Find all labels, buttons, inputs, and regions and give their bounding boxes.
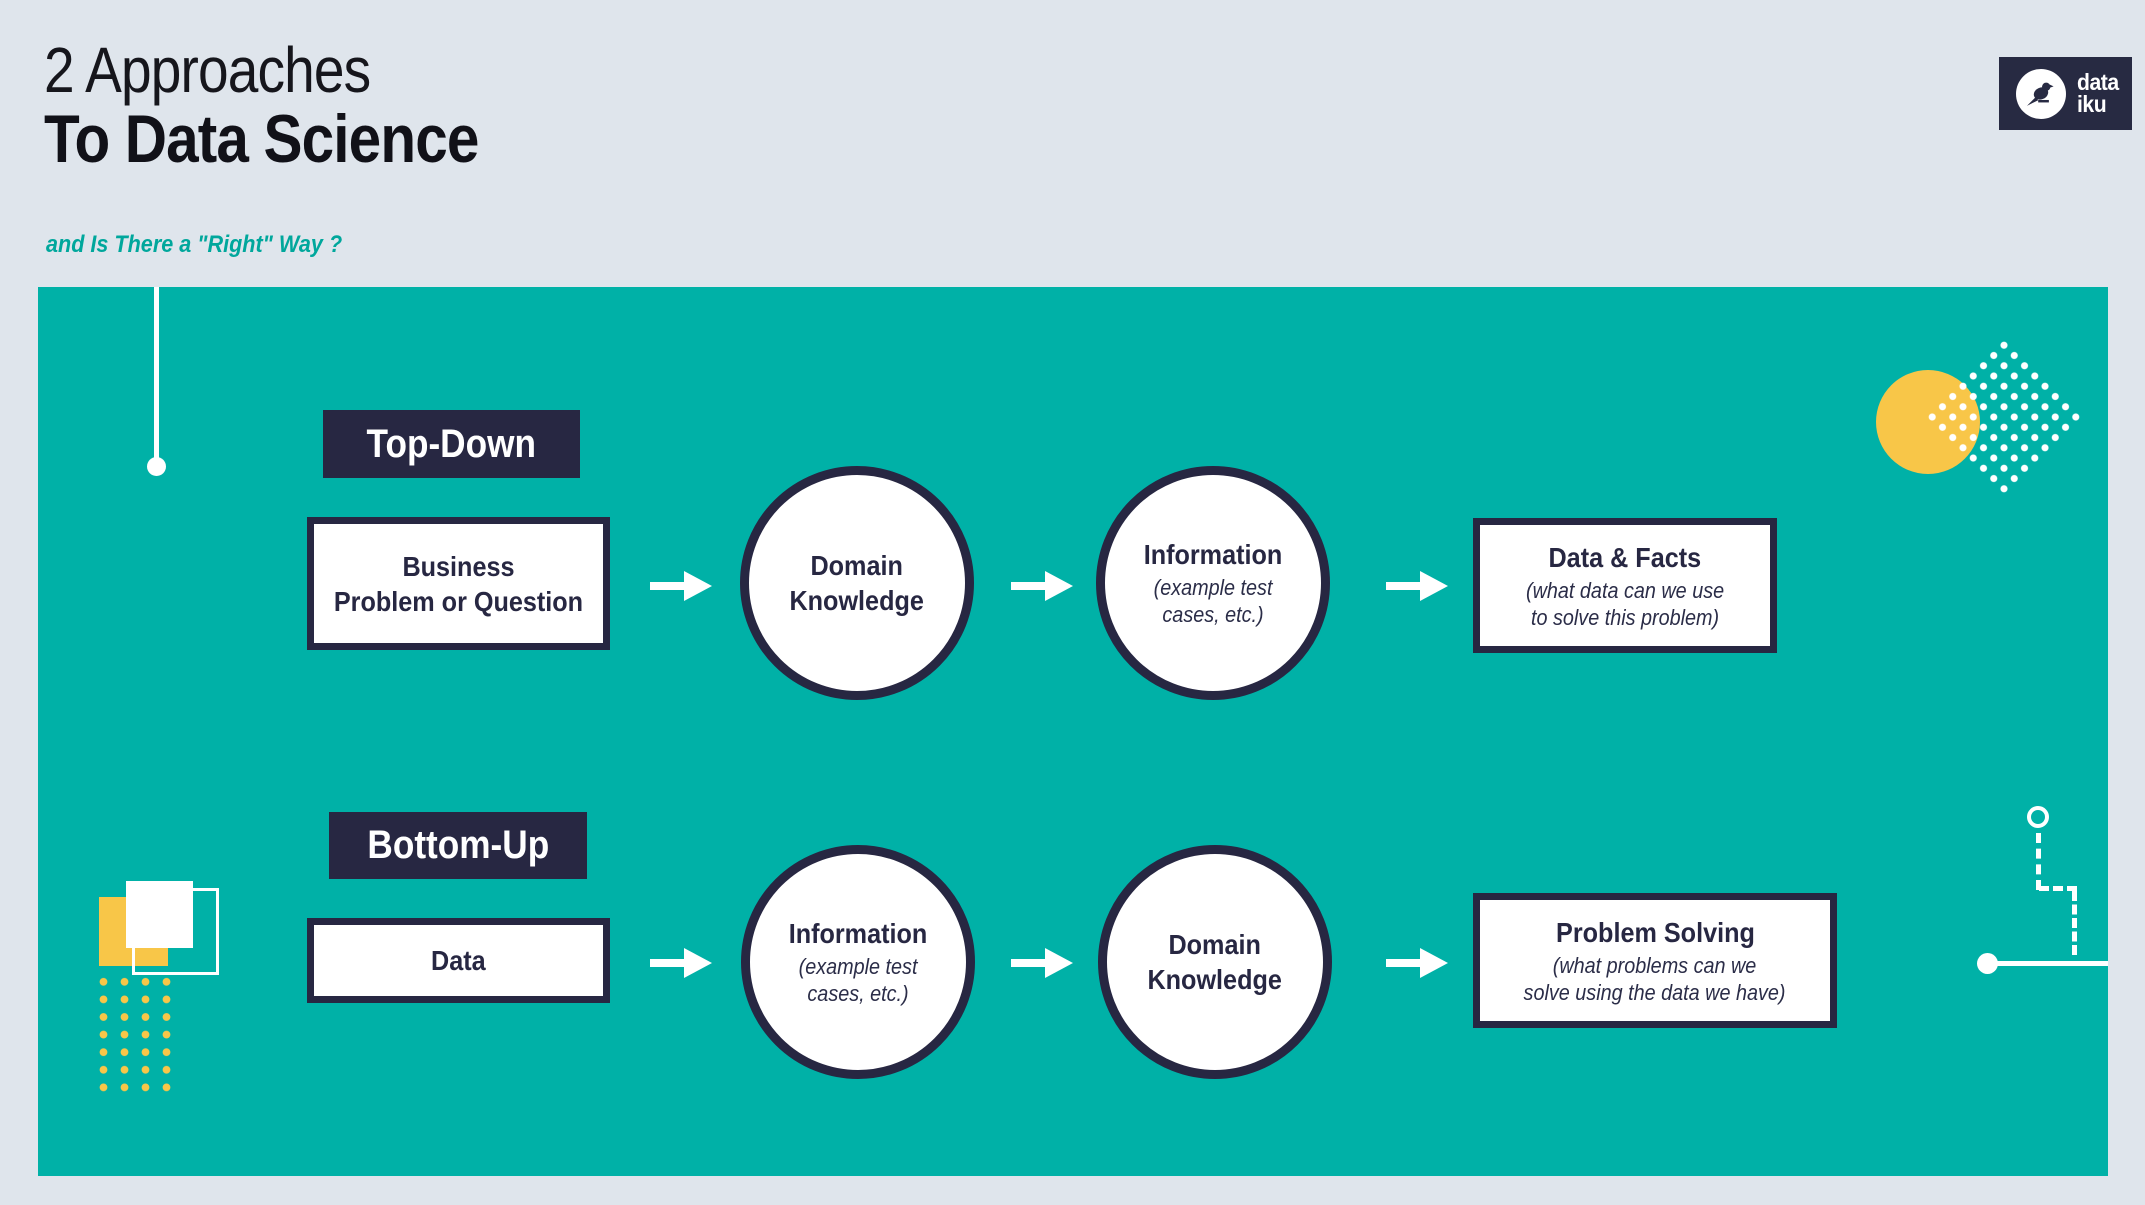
node-information-bottom: Information (example test cases, etc.) (741, 845, 975, 1079)
node-title: Information (788, 918, 928, 950)
node-subtitle: (example test cases, etc.) (798, 954, 918, 1006)
logo-circle (2016, 68, 2066, 119)
logo-text: data iku (2077, 68, 2119, 117)
node-title: Business Problem or Question (333, 550, 584, 617)
dashed-line-horizontal (2039, 886, 2077, 891)
logo-text-line1: data (2077, 68, 2119, 95)
arrow-right-icon (1011, 571, 1073, 601)
arrow-right-icon (650, 948, 712, 978)
node-title: Domain Knowledge (1147, 929, 1283, 995)
arrow-right-icon (650, 571, 712, 601)
node-business-problem: Business Problem or Question (307, 517, 610, 650)
page-title-line1: 2 Approaches (44, 34, 371, 106)
flow-label-text: Top-Down (366, 421, 537, 466)
flow-label-bottom-up: Bottom-Up (329, 812, 587, 879)
node-information-top: Information (example test cases, etc.) (1096, 466, 1330, 700)
node-subtitle: (example test cases, etc.) (1153, 575, 1273, 627)
node-data-and-facts: Data & Facts (what data can we use to so… (1473, 518, 1777, 653)
arrow-right-icon (1386, 571, 1448, 601)
node-problem-solving: Problem Solving (what problems can we so… (1473, 893, 1837, 1028)
white-square-decoration (126, 881, 193, 948)
node-title: Data (431, 945, 486, 976)
solid-line-dot (1977, 953, 1998, 974)
circle-outline-decoration (2027, 806, 2049, 828)
dashed-line-vertical-2 (2072, 891, 2077, 955)
node-subtitle: (what data can we use to solve this prob… (1525, 577, 1725, 630)
node-data: Data (307, 918, 610, 1003)
page-title-line2: To Data Science (44, 101, 479, 178)
vertical-line-dot (147, 457, 166, 476)
dataiku-logo: data iku (1999, 57, 2132, 130)
node-subtitle: (what problems can we solve using the da… (1524, 952, 1786, 1005)
flow-label-text: Bottom-Up (367, 823, 549, 867)
node-title: Data & Facts (1548, 541, 1702, 573)
node-domain-knowledge-bottom: Domain Knowledge (1098, 845, 1332, 1079)
page-title: 2 Approaches To Data Science (44, 34, 479, 178)
arrow-right-icon (1386, 948, 1448, 978)
node-domain-knowledge-top: Domain Knowledge (740, 466, 974, 700)
node-title: Domain Knowledge (789, 550, 925, 616)
node-title: Information (1143, 539, 1283, 571)
flow-label-top-down: Top-Down (323, 410, 580, 478)
page-subtitle: and Is There a "Right" Way ? (46, 231, 343, 258)
solid-line-decoration (1988, 961, 2108, 966)
dashed-line-vertical-1 (2036, 833, 2041, 890)
logo-text-line2: iku (2077, 90, 2107, 117)
bird-icon (2026, 82, 2054, 106)
vertical-line-decoration (154, 287, 159, 458)
arrow-right-icon (1011, 948, 1073, 978)
node-title: Problem Solving (1555, 916, 1755, 948)
yellow-dot-grid-decoration (93, 973, 177, 1097)
